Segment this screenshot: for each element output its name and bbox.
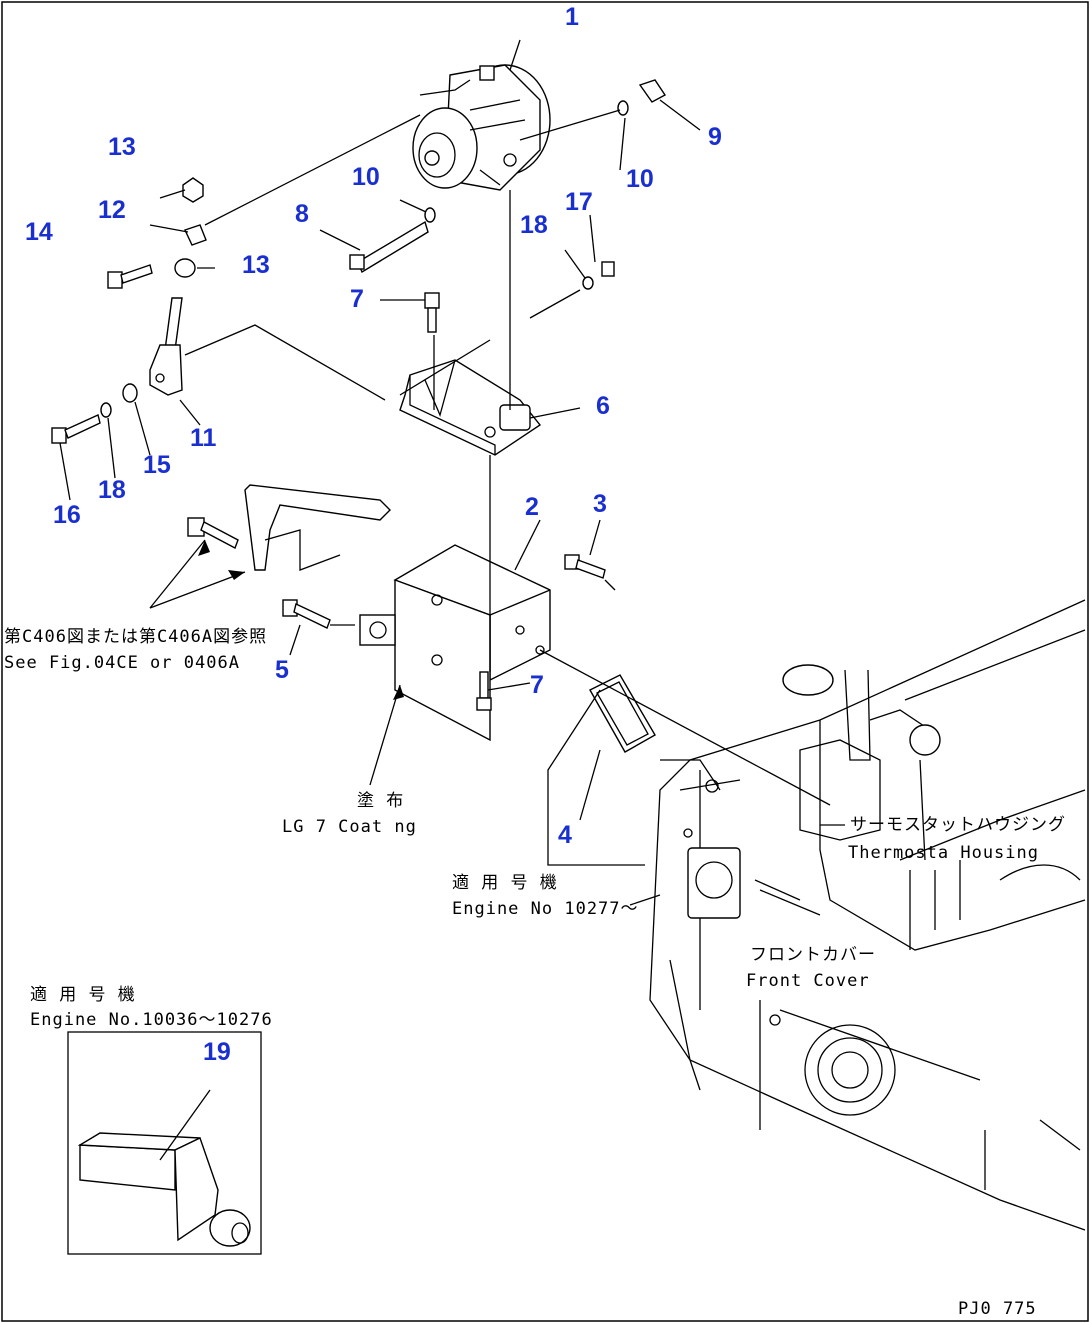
callout-9: 9 [708,123,722,151]
callout-14: 14 [25,218,53,246]
note-engine-no2-jp: 適 用 号 機 [30,985,136,1005]
note-coating-jp: 塗 布 [357,790,404,811]
inset-box [67,1031,262,1255]
note-engine-no1-jp: 適 用 号 機 [452,873,558,893]
callout-7-bottom: 7 [530,671,544,699]
note-front-cover-en: Front Cover [746,971,870,991]
assembly-lines [59,39,845,906]
note-thermostat-en: Thermosta Housing [848,843,1039,863]
callout-17: 17 [565,188,593,216]
arrow-1 [198,540,210,556]
bolts-and-washers [51,79,667,753]
callout-8: 8 [295,200,309,228]
callout-5: 5 [275,656,289,684]
annotation-notes: 第C406図または第C406A図参照 See Fig.04CE or 0406A… [4,627,1066,1319]
note-front-cover-jp: フロントカバー [750,945,876,965]
note-see-fig-jp: 第C406図または第C406A図参照 [4,627,267,647]
callout-6: 6 [596,392,610,420]
callout-1: 1 [565,3,579,31]
callout-15: 15 [143,451,171,479]
arrow-3 [393,685,404,700]
callout-19: 19 [203,1038,231,1066]
callout-labels: 1 2 3 4 5 6 7 7 8 9 10 10 11 12 13 13 14… [25,3,722,1066]
note-thermostat-jp: サーモスタットハウジング [850,815,1066,835]
callout-2: 2 [525,493,539,521]
bracket-2 [359,544,551,742]
callout-12: 12 [98,196,126,224]
arrow-2 [228,570,245,580]
callout-11: 11 [190,424,217,452]
drawing-code: PJ0 775 [958,1299,1037,1319]
bracket-6 [399,359,542,456]
plate-upper [244,484,391,571]
note-see-fig-en: See Fig.04CE or 0406A [4,653,240,673]
alternator [412,64,551,191]
callout-4: 4 [558,821,572,849]
callout-10-right: 10 [626,165,654,193]
callout-18-left: 18 [98,476,126,504]
note-engine-no1-en: Engine No 10277～ [452,899,639,919]
callout-10-left: 10 [352,163,380,191]
callout-3: 3 [593,490,607,518]
callout-13-mid: 13 [242,251,270,279]
callout-16: 16 [53,501,81,529]
callout-13-top: 13 [108,133,136,161]
engine-block [649,599,1086,1231]
callout-18-right: 18 [520,211,548,239]
callout-7-top: 7 [350,285,364,313]
note-coating-en: LG 7 Coat ng [282,817,417,837]
note-engine-no2-en: Engine No.10036～10276 [30,1010,273,1030]
